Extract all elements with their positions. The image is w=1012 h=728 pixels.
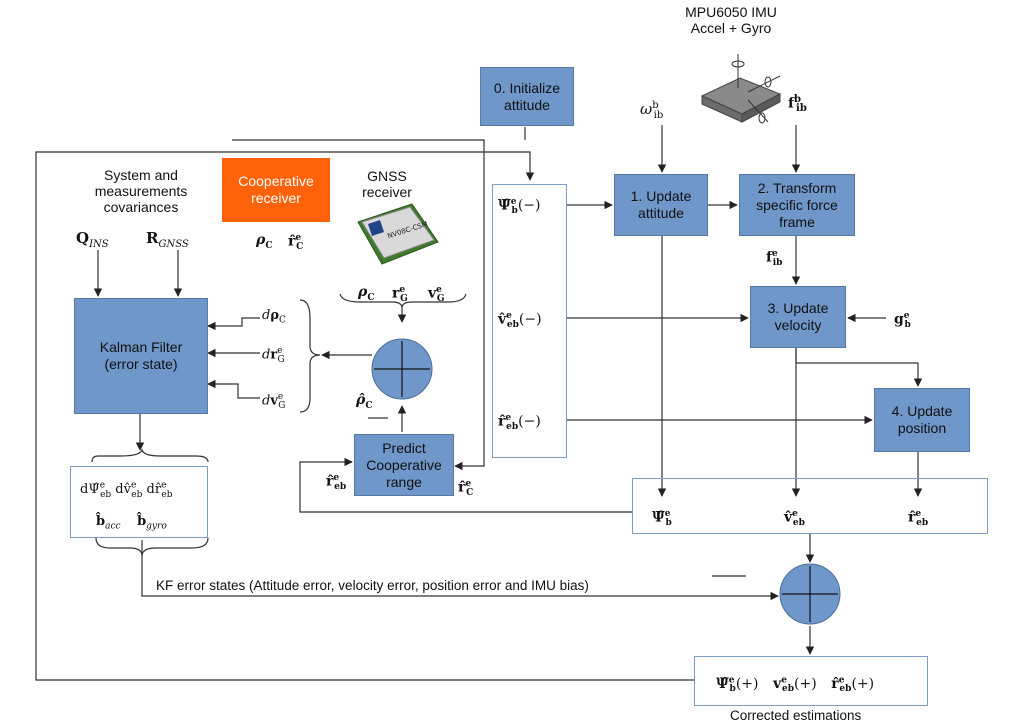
update-position-block: 4. Update position (874, 388, 970, 452)
coop-position-label: r̂eC (288, 233, 304, 253)
kalman-filter-block: Kalman Filter (error state) (74, 298, 208, 414)
gnss-receiver-label: GNSS receiver (362, 168, 412, 200)
corrected-estimates-box (694, 656, 928, 706)
q-ins-label: QINS (76, 229, 109, 250)
d-rho-label: dρC (262, 308, 286, 326)
imu-title-line1: MPU6050 IMU (685, 4, 777, 20)
imu-sensor-icon (700, 54, 782, 124)
d-position-label: dreG (262, 346, 285, 365)
update-attitude-block: 1. Update attitude (614, 174, 708, 236)
corrected-estimations-caption: Corrected estimations (730, 708, 862, 723)
velocity-prior-label: v̂eeb(−) (498, 311, 542, 331)
corrected-estimates-values: Ψ̂eb(+) veeb(+) r̂eeb(+) (716, 672, 874, 697)
cooperative-receiver-block: Cooperative receiver (222, 158, 330, 222)
attitude-prior-label: Ψ̂eb(−) (498, 197, 541, 217)
error-attitude: dΨ̂eeb (80, 481, 112, 500)
prior-estimates-box (492, 184, 567, 458)
imu-title: MPU6050 IMU Accel + Gyro (668, 4, 794, 36)
d-velocity-label: dveG (262, 392, 286, 411)
accel-bias: b̂acc (96, 514, 121, 532)
position-prior-label: r̂eeb(−) (498, 413, 541, 433)
error-states-row1: dΨ̂eeb dv̂eeb dr̂eeb (80, 478, 173, 503)
sum-junction-bottom (779, 563, 841, 625)
velocity-output-label: v̂eeb (784, 509, 805, 529)
gnss-position-label: reG (392, 285, 408, 305)
kf-error-states-label: KF error states (Attitude error, velocit… (156, 578, 589, 593)
r-gnss-label: RGNSS (146, 229, 189, 250)
gnss-chip-icon: NV08C-CSM (357, 203, 439, 265)
predict-range-block: Predict Cooperative range (354, 434, 454, 496)
velocity-corrected: veeb(+) (773, 675, 817, 695)
imu-title-line2: Accel + Gyro (690, 20, 772, 36)
predict-position-input: r̂eeb (326, 473, 347, 493)
predict-coop-input: r̂eC (458, 479, 474, 499)
error-states-box (70, 466, 208, 538)
initialize-attitude-block: 0. Initialize attitude (480, 67, 574, 126)
error-position: dr̂eeb (146, 481, 173, 500)
position-corrected: r̂eeb(+) (831, 675, 875, 695)
force-nav-frame-label: feib (766, 249, 783, 269)
gyro-rate-symbol: ωbib (640, 100, 664, 121)
rho-hat-label: ρ̂C (356, 392, 373, 411)
position-output-label: r̂eeb (908, 509, 929, 529)
gnss-velocity-label: veG (428, 285, 445, 305)
error-velocity: dv̂eeb (115, 481, 143, 500)
sum-junction-top (371, 338, 433, 400)
error-states-row2: b̂acc b̂gyro (96, 514, 167, 535)
specific-force-symbol: fbib (788, 94, 807, 115)
gnss-rho-label: ρC (358, 284, 375, 303)
gyro-bias: b̂gyro (137, 514, 167, 532)
attitude-output-label: Ψ̂eb (652, 509, 672, 529)
attitude-corrected: Ψ̂eb(+) (716, 675, 759, 695)
update-velocity-block: 3. Update velocity (750, 286, 846, 348)
covariances-label: System and measurements covariances (94, 167, 188, 215)
gravity-label: geb (894, 311, 911, 331)
nav-output-box (632, 478, 988, 534)
transform-force-block: 2. Transform specific force frame (739, 174, 855, 236)
coop-rho-label: ρC (256, 232, 273, 251)
